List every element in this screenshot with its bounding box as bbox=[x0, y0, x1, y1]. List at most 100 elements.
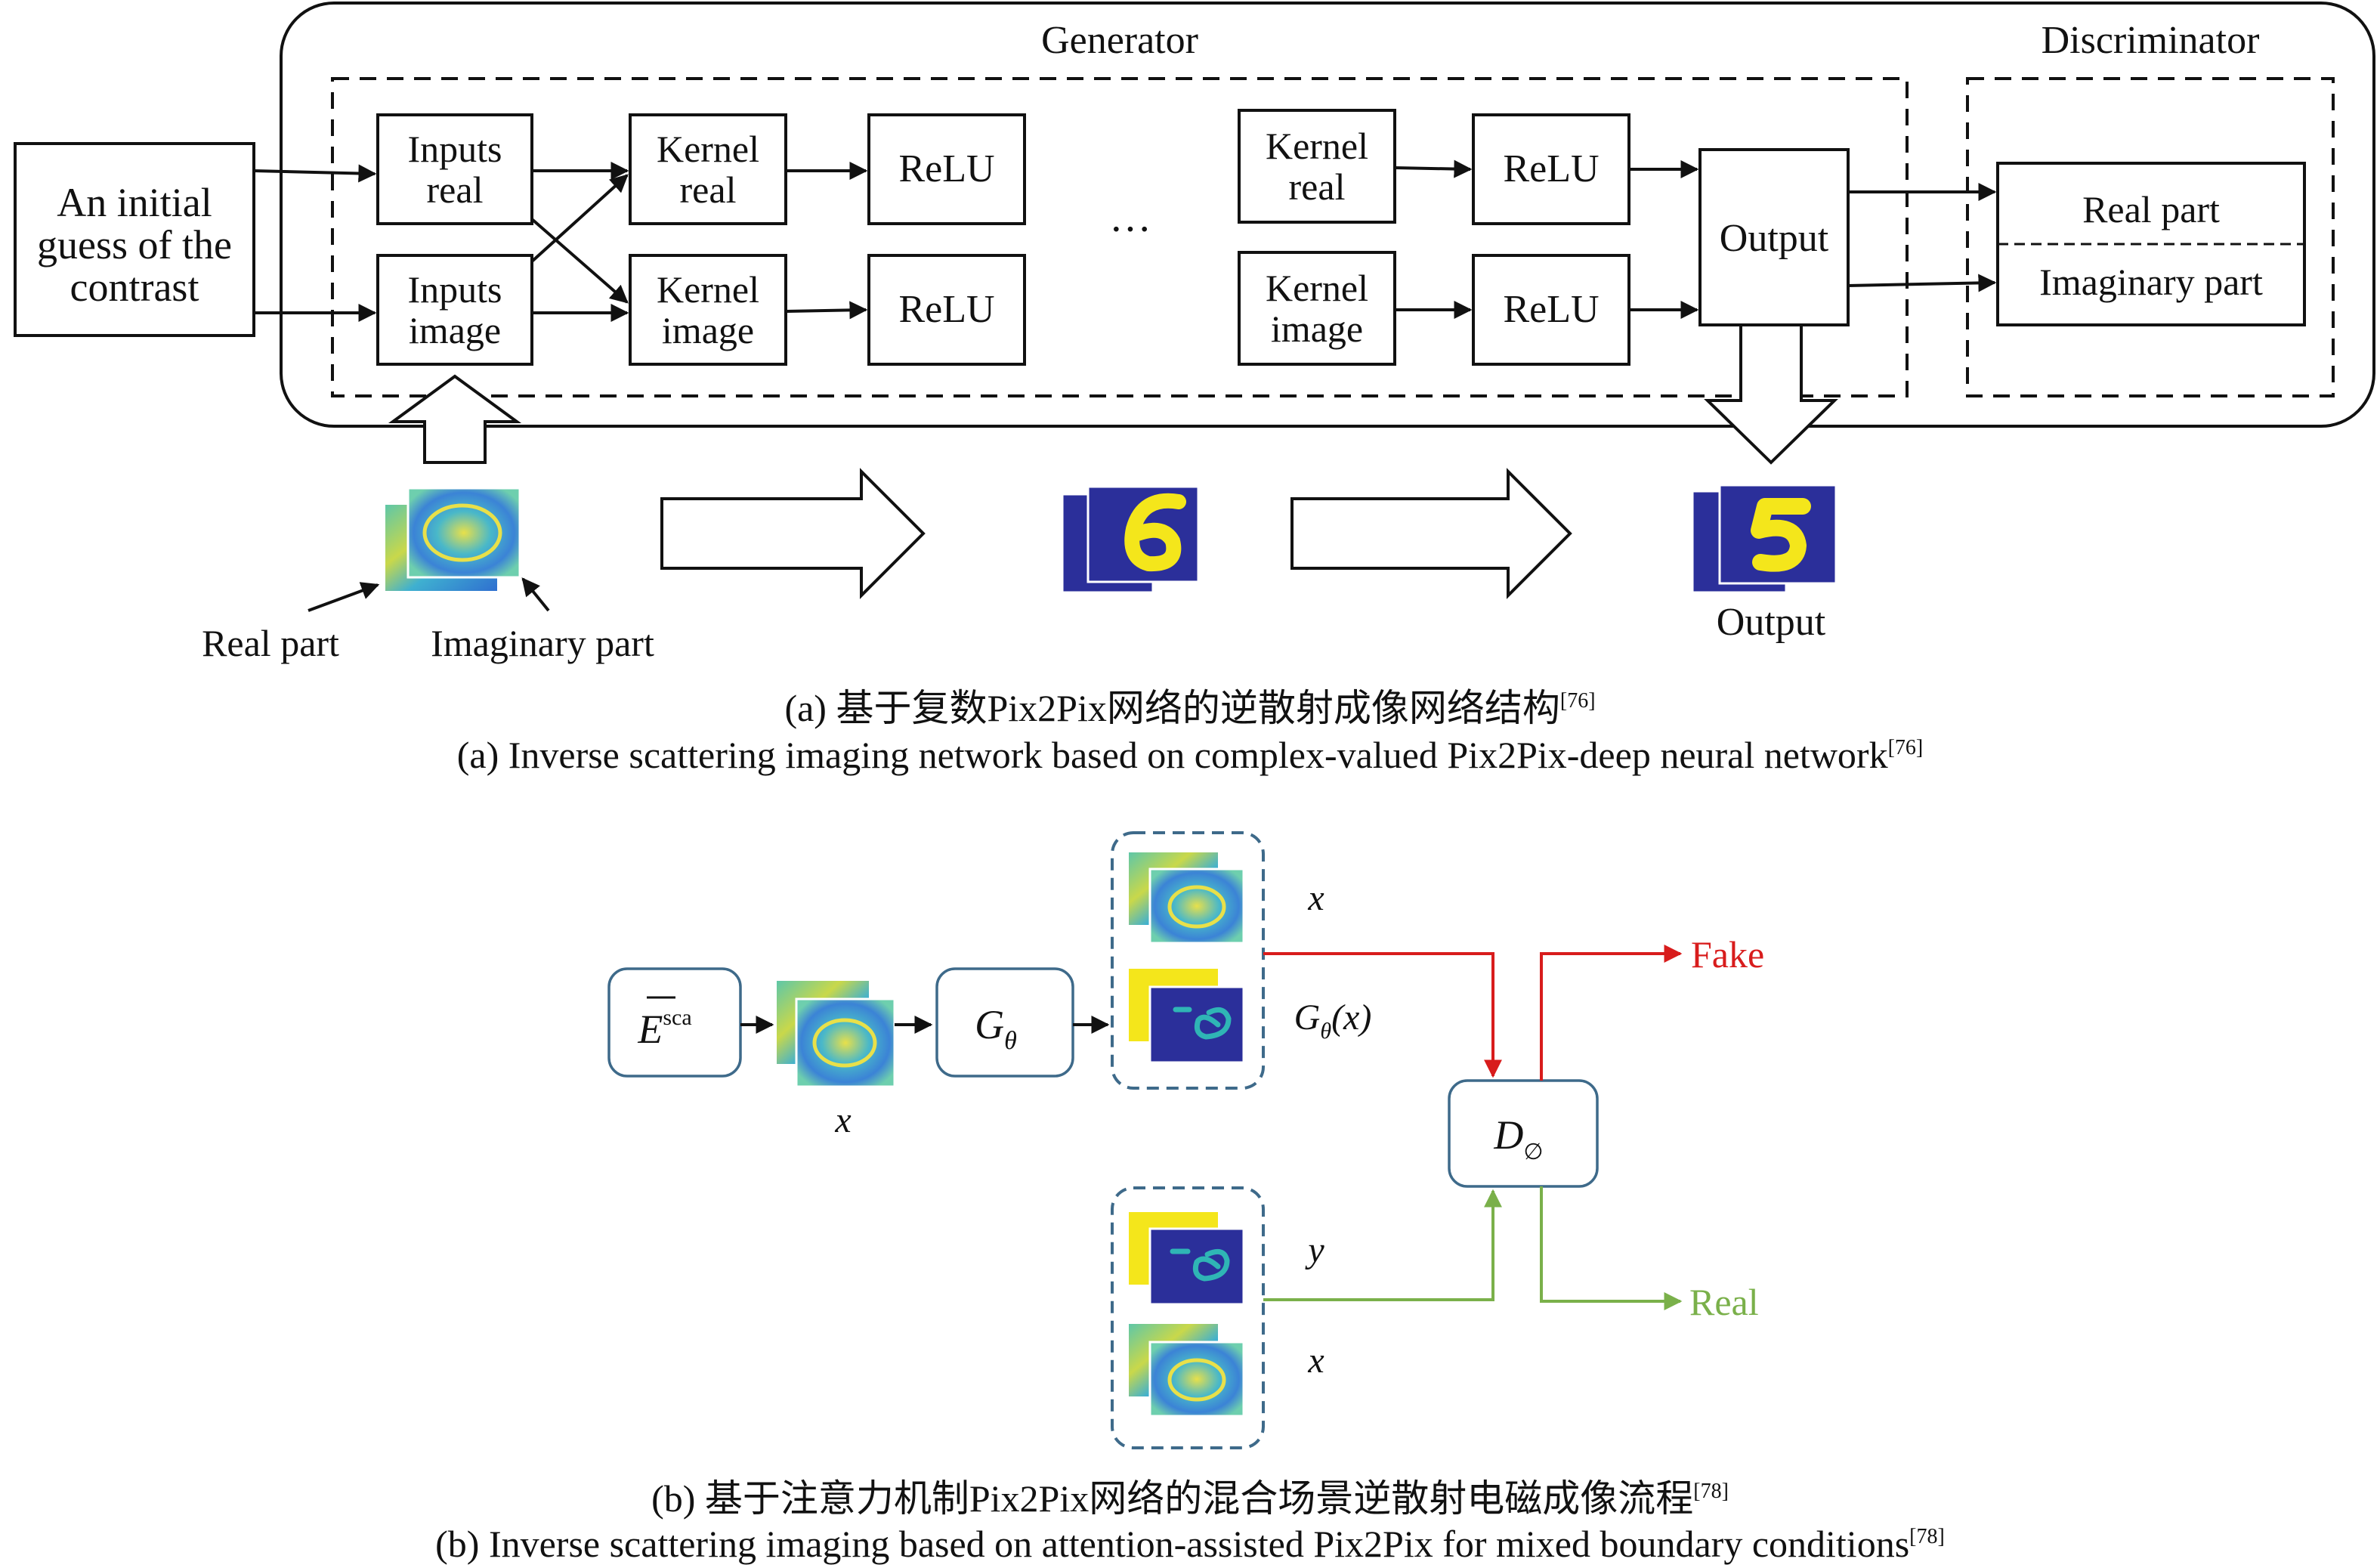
red-arrow-generated-to-d bbox=[1263, 952, 1502, 1078]
pair-top-gx-shape bbox=[1173, 1007, 1232, 1040]
real-part-label: Real part bbox=[202, 622, 339, 664]
e-sca-label: Esca bbox=[637, 1005, 691, 1052]
x-field-ring bbox=[812, 1018, 877, 1068]
kernel-real-1-line-2: real bbox=[680, 169, 737, 211]
relu-box-1 bbox=[867, 113, 1026, 225]
imaginary-part-label: Imaginary part bbox=[431, 622, 654, 664]
disc-real-part: Real part bbox=[2082, 188, 2220, 230]
pair-top-gx-image bbox=[1129, 969, 1245, 1064]
kernel-image-1-line-2: image bbox=[662, 309, 754, 351]
relu-4-label: ReLU bbox=[1503, 288, 1599, 331]
panel-b: Esca x Gθ x Gθ(x) bbox=[435, 831, 1945, 1565]
network-container bbox=[280, 2, 2375, 428]
g-theta-subscript: θ bbox=[1004, 1027, 1017, 1055]
initial-guess-line-3: contrast bbox=[70, 264, 199, 310]
disc-imaginary-part: Imaginary part bbox=[2039, 261, 2263, 303]
output-box-label: Output bbox=[1720, 217, 1829, 260]
inputs-real-box bbox=[376, 113, 533, 225]
y-label: y bbox=[1304, 1230, 1324, 1270]
generator-frame bbox=[331, 77, 1909, 397]
arrow-real-part-pointer bbox=[308, 582, 380, 612]
output-box bbox=[1698, 148, 1850, 326]
g-theta-x-paren: (x) bbox=[1331, 997, 1371, 1038]
initial-guess-box bbox=[14, 142, 255, 337]
right-hollow-arrow-1 bbox=[660, 468, 926, 599]
x-field-front bbox=[795, 997, 896, 1088]
kernel-real-2-line-2: real bbox=[1289, 165, 1346, 208]
pair-bottom-y-image bbox=[1129, 1212, 1245, 1306]
discriminator-title: Discriminator bbox=[2042, 19, 2260, 62]
caption-a-chinese: (a) 基于复数Pix2Pix网络的逆散射成像网络结构[76] bbox=[784, 687, 1595, 729]
arrow-kimage-to-relu bbox=[785, 301, 868, 320]
inputs-image-line-1: Inputs bbox=[408, 268, 502, 311]
panel-a: Generator Discriminator An initial guess… bbox=[14, 2, 2375, 776]
pair-bottom-x-ring bbox=[1167, 1358, 1226, 1402]
right-hollow-arrow-2 bbox=[1290, 468, 1572, 599]
intermediate-result-stack bbox=[1061, 485, 1200, 594]
green-arrow-real-to-d bbox=[1263, 1189, 1502, 1301]
relu-3-label: ReLU bbox=[1503, 147, 1599, 190]
g-theta-label: Gθ bbox=[975, 1002, 1017, 1055]
field-ring bbox=[422, 503, 502, 562]
pair-bottom-x-image bbox=[1129, 1324, 1245, 1418]
panel-a-arrows bbox=[253, 159, 1997, 322]
kernel-image-2-line-1: Kernel bbox=[1266, 267, 1368, 309]
initial-guess-line-2: guess of the bbox=[37, 222, 232, 268]
caption-b-chinese-ref: [78] bbox=[1693, 1480, 1729, 1503]
kernel-real-2-line-1: Kernel bbox=[1266, 125, 1368, 167]
discriminator-label: D∅ bbox=[1493, 1112, 1543, 1164]
relu-box-3 bbox=[1472, 113, 1630, 225]
pair-bottom-y-shape bbox=[1170, 1248, 1230, 1282]
relu-1-label: ReLU bbox=[898, 147, 994, 190]
arrow-guess-to-inputs-real bbox=[253, 164, 377, 183]
pair-top-x-front bbox=[1148, 868, 1245, 945]
output-label: Output bbox=[1717, 601, 1826, 644]
discriminator-node bbox=[1448, 1079, 1599, 1188]
discriminator-symbol: D bbox=[1493, 1112, 1523, 1158]
red-arrow-d-to-fake bbox=[1540, 945, 1683, 1081]
pair-top-x-ring bbox=[1167, 885, 1226, 929]
caption-a-english: (a) Inverse scattering imaging network b… bbox=[457, 734, 1924, 776]
caption-b-english-text: (b) Inverse scattering imaging based on … bbox=[435, 1523, 1909, 1565]
intermediate-five-shape bbox=[1124, 493, 1186, 572]
inputs-real-line-1: Inputs bbox=[408, 128, 502, 170]
g-theta-x-symbol: G bbox=[1294, 997, 1321, 1038]
caption-b-english-ref: [78] bbox=[1909, 1525, 1945, 1548]
input-field-stack bbox=[385, 487, 521, 591]
caption-a-chinese-ref: [76] bbox=[1560, 689, 1596, 713]
arrow-kreal2-to-relu3 bbox=[1394, 159, 1473, 178]
caption-a-english-ref: [76] bbox=[1888, 736, 1924, 759]
fake-label: Fake bbox=[1691, 933, 1764, 976]
x-label-lower: x bbox=[1307, 1341, 1324, 1381]
caption-b-chinese: (b) 基于注意力机制Pix2Pix网络的混合场景逆散射电磁成像流程[78] bbox=[651, 1477, 1729, 1520]
e-sca-superscript: sca bbox=[663, 1005, 691, 1030]
g-theta-x-label: Gθ(x) bbox=[1294, 997, 1372, 1044]
relu-box-2 bbox=[867, 254, 1026, 366]
caption-a-english-text: (a) Inverse scattering imaging network b… bbox=[457, 734, 1888, 776]
kernel-real-1-line-1: Kernel bbox=[657, 128, 759, 170]
discriminator-frame bbox=[1966, 77, 2335, 397]
inputs-real-line-2: real bbox=[427, 169, 484, 211]
x-field-stack bbox=[777, 981, 896, 1088]
real-label: Real bbox=[1689, 1281, 1759, 1323]
kernel-real-box-2 bbox=[1238, 109, 1396, 224]
g-theta-x-subscript: θ bbox=[1320, 1019, 1331, 1044]
relu-2-label: ReLU bbox=[898, 288, 994, 331]
e-sca-symbol: E bbox=[637, 1007, 663, 1052]
output-five-shape bbox=[1751, 498, 1811, 572]
generated-pair-frame bbox=[1111, 831, 1265, 1090]
output-result-stack bbox=[1691, 484, 1838, 594]
pair-top-x-image bbox=[1129, 852, 1245, 945]
discriminator-subscript: ∅ bbox=[1523, 1140, 1543, 1164]
x-label-under-field: x bbox=[834, 1100, 851, 1140]
e-sca-node bbox=[607, 967, 742, 1078]
arrow-imaginary-part-pointer bbox=[521, 577, 550, 612]
ellipsis: ··· bbox=[1109, 206, 1151, 253]
g-theta-symbol: G bbox=[975, 1002, 1004, 1047]
arrow-output-to-disc-imag bbox=[1847, 274, 1997, 292]
kernel-real-box-1 bbox=[629, 113, 787, 225]
x-label-upper: x bbox=[1307, 878, 1324, 918]
initial-guess-line-1: An initial bbox=[57, 180, 212, 225]
